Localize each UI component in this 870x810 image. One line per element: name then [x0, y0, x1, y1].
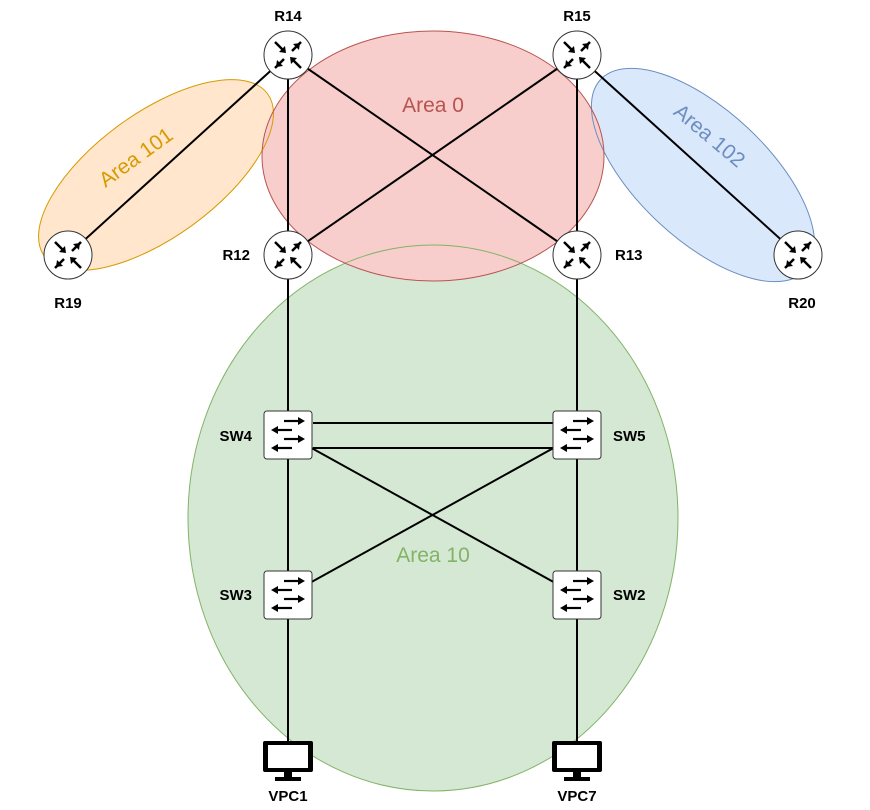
switch-sw2[interactable]	[552, 570, 602, 620]
switch-body	[263, 410, 313, 460]
area-10-shape	[188, 245, 678, 791]
pc-vpc7[interactable]	[552, 741, 602, 781]
label-sw4: SW4	[219, 428, 252, 445]
router-icon	[274, 241, 302, 269]
switch-body	[552, 570, 602, 620]
switch-icon	[271, 577, 305, 612]
switch-body	[552, 410, 602, 460]
router-icon	[784, 241, 812, 269]
router-icon	[563, 241, 591, 269]
router-body	[43, 230, 93, 280]
label-sw2: SW2	[613, 587, 646, 604]
router-icon	[274, 41, 302, 69]
router-body	[263, 30, 313, 80]
link-r15-r12	[287, 54, 578, 256]
area-0-border	[261, 30, 605, 282]
label-r19: R19	[54, 295, 82, 312]
links-layer	[67, 54, 799, 745]
router-icon	[563, 41, 591, 69]
area-0-label: Area 0	[402, 94, 464, 117]
nodes-layer	[43, 30, 823, 781]
router-icon	[54, 241, 82, 269]
label-r14: R14	[274, 8, 302, 25]
router-r20[interactable]	[773, 230, 823, 280]
link-r15-r20	[576, 54, 799, 256]
router-body	[552, 30, 602, 80]
area-102-shape	[591, 68, 815, 282]
pc-vpc1[interactable]	[263, 741, 313, 781]
link-sw5-sw3	[287, 434, 578, 596]
switch-sw5[interactable]	[552, 410, 602, 460]
router-r19[interactable]	[43, 230, 93, 280]
monitor-icon	[263, 741, 313, 781]
area-10-region	[188, 245, 678, 791]
monitor-icon	[552, 741, 602, 781]
area-10-border	[187, 244, 679, 792]
label-vpc1: VPC1	[268, 788, 307, 805]
switch-body	[263, 570, 313, 620]
area-10-label: Area 10	[396, 544, 470, 567]
label-sw3: SW3	[219, 587, 252, 604]
router-body	[263, 230, 313, 280]
switch-icon	[560, 577, 594, 612]
switch-sw3[interactable]	[263, 570, 313, 620]
router-r13[interactable]	[552, 230, 602, 280]
label-sw5: SW5	[613, 428, 646, 445]
router-r12[interactable]	[263, 230, 313, 280]
node-labels: R14 R15 R12 R13 R19 R20 SW4 SW5 SW3 SW2 …	[54, 8, 816, 805]
label-vpc7: VPC7	[557, 788, 596, 805]
area-102-region	[591, 68, 815, 282]
router-body	[773, 230, 823, 280]
switch-icon	[271, 417, 305, 452]
label-r13: R13	[615, 247, 643, 264]
switch-icon	[560, 417, 594, 452]
switch-sw4[interactable]	[263, 410, 313, 460]
label-r20: R20	[788, 295, 816, 312]
link-r14-r19	[67, 54, 289, 256]
label-r12: R12	[222, 247, 250, 264]
router-body	[552, 230, 602, 280]
router-r15[interactable]	[552, 30, 602, 80]
label-r15: R15	[563, 8, 591, 25]
router-r14[interactable]	[263, 30, 313, 80]
